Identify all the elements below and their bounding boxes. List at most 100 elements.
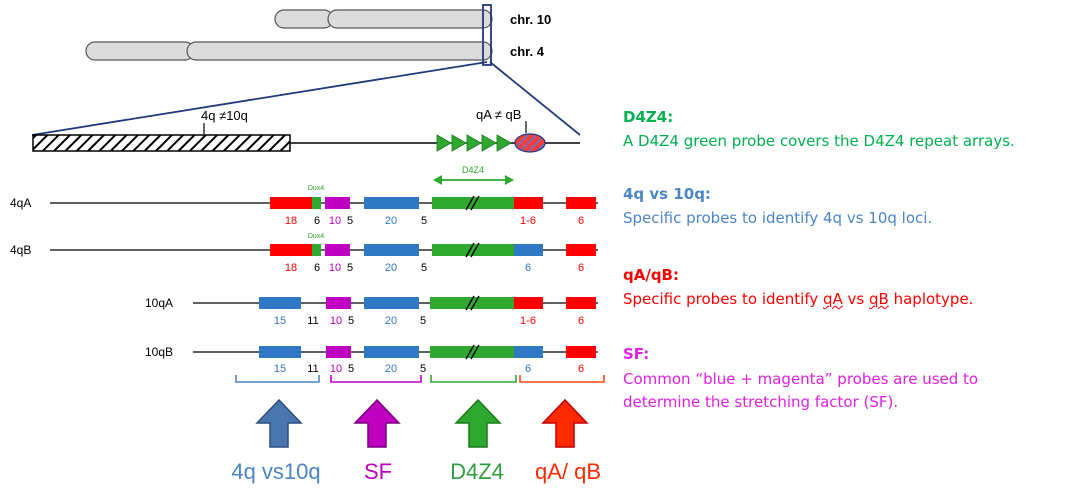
- chr10-ideogram: [274, 9, 493, 29]
- segment-label: 20: [385, 363, 397, 375]
- allele-label: 4qB: [10, 243, 31, 257]
- probe-blue: [364, 244, 419, 256]
- qa-qb-distal-ellipse: [514, 133, 546, 153]
- probe-red-distal: [514, 297, 543, 309]
- probe-red: [270, 197, 312, 209]
- bracket-d4z4: [430, 375, 517, 383]
- probe-blue: [259, 346, 301, 358]
- probe-green-d4z4: [430, 297, 514, 309]
- arrow-label: 4q vs10q: [231, 459, 320, 484]
- bracket-4q-vs-10q: [235, 375, 320, 383]
- allele-label: 10qB: [145, 345, 173, 359]
- segment-label: 11: [307, 363, 318, 375]
- bracket-sf: [330, 375, 422, 383]
- probe-magenta: [326, 346, 351, 358]
- segment-label: 6: [578, 262, 584, 274]
- probe-magenta: [326, 297, 351, 309]
- probe-red-end: [566, 197, 596, 209]
- segment-label: 20: [385, 262, 397, 274]
- legend-sf-line1: Common “blue + magenta” probes are used …: [623, 370, 979, 388]
- allele-row-4qa: 4qA Dux4 18 6 10 5 20 5 1-6 6: [10, 185, 598, 227]
- legend-4q-vs-10q-text: Specific probes to identify 4q vs 10q lo…: [623, 209, 933, 227]
- segment-label: 5: [421, 215, 427, 227]
- segment-label: 15: [274, 363, 286, 375]
- legend-4q-vs-10q-title: 4q vs 10q:: [623, 185, 711, 203]
- segment-label: 18: [285, 215, 297, 227]
- segment-label: 10: [329, 215, 341, 227]
- segment-label: 15: [274, 315, 286, 327]
- segment-label: 6: [525, 262, 531, 274]
- probe-magenta: [325, 197, 350, 209]
- legend-d4z4-title: D4Z4:: [623, 108, 674, 126]
- allele-row-10qb: 10qB 15 11 10 5 20 5 6 6: [145, 344, 598, 375]
- hatched-centromeric-region: [32, 134, 291, 152]
- segment-label: 5: [347, 262, 353, 274]
- probe-blue: [364, 197, 419, 209]
- d4z4-span-label: D4Z4: [462, 165, 484, 175]
- arrow-label: qA/ qB: [535, 459, 601, 484]
- segment-label: 10: [330, 315, 342, 327]
- d4z4-span-arrow: [433, 175, 514, 185]
- allele-row-10qa: 10qA 15 11 10 5 20 5 1-6 6: [145, 295, 598, 327]
- probe-red: [270, 244, 312, 256]
- allele-label: 4qA: [10, 196, 31, 210]
- probe-green-dux4: [312, 197, 321, 209]
- segment-label: 5: [421, 262, 427, 274]
- probe-blue-distal: [514, 244, 543, 256]
- zoomed-region: [32, 121, 580, 153]
- arrow-label: SF: [364, 459, 392, 484]
- segment-label: 5: [347, 215, 353, 227]
- segment-label: 6: [578, 363, 584, 375]
- probe-blue: [259, 297, 301, 309]
- probe-magenta: [325, 244, 350, 256]
- segment-label: 5: [348, 315, 354, 327]
- probe-red-end: [566, 346, 596, 358]
- probe-red-end: [566, 297, 596, 309]
- label-qa-qb: qA ≠ qB: [476, 107, 521, 122]
- chr4-label: chr. 4: [510, 44, 545, 59]
- bottom-arrow-d4z4: D4Z4: [450, 398, 504, 484]
- probe-red-distal: [514, 197, 543, 209]
- dux4-label: Dux4: [308, 185, 324, 192]
- allele-row-4qb: 4qB Dux4 18 6 10 5 20 5 6 6: [10, 233, 598, 274]
- bottom-arrow-sf: SF: [353, 398, 401, 484]
- group-brackets: [235, 375, 605, 383]
- legend-qa-qb-text: Specific probes to identify qA vs qB hap…: [623, 290, 974, 308]
- arrow-label: D4Z4: [450, 459, 504, 484]
- segment-label: 20: [385, 315, 397, 327]
- segment-label: 1-6: [520, 215, 536, 227]
- bottom-arrow-qa-qb: qA/ qB: [535, 398, 601, 484]
- probe-blue-distal: [514, 346, 543, 358]
- segment-label: 5: [420, 315, 426, 327]
- zoom-indicator: [31, 4, 581, 136]
- segment-label: 11: [307, 315, 318, 327]
- probe-blue: [364, 346, 419, 358]
- d4z4-repeat-triangles: [436, 134, 512, 152]
- probe-green-dux4: [312, 244, 321, 256]
- probe-green-d4z4: [432, 244, 514, 256]
- probe-green-d4z4: [432, 197, 514, 209]
- segment-label: 6: [578, 315, 584, 327]
- segment-label: 6: [314, 215, 320, 227]
- legend-d4z4-text: A D4Z4 green probe covers the D4Z4 repea…: [623, 132, 1015, 150]
- segment-label: 6: [314, 262, 320, 274]
- segment-label: 18: [285, 262, 297, 274]
- legend-sf-line2: determine the stretching factor (SF).: [623, 393, 899, 411]
- probe-blue: [364, 297, 419, 309]
- bracket-qa-qb: [519, 375, 605, 383]
- legend-qa-qb-title: qA/qB:: [623, 266, 679, 284]
- dux4-label: Dux4: [308, 233, 324, 240]
- segment-label: 6: [525, 363, 531, 375]
- segment-label: 5: [348, 363, 354, 375]
- chr10-label: chr. 10: [510, 12, 551, 27]
- chr4-ideogram: [85, 41, 493, 61]
- probe-red-end: [566, 244, 596, 256]
- segment-label: 1-6: [520, 315, 536, 327]
- label-4q-10q: 4q ≠10q: [201, 108, 248, 123]
- segment-label: 20: [385, 215, 397, 227]
- allele-label: 10qA: [145, 296, 173, 310]
- segment-label: 10: [329, 262, 341, 274]
- bottom-arrow-4q-vs-10q: 4q vs10q: [231, 398, 321, 484]
- legend-sf-title: SF:: [623, 345, 650, 363]
